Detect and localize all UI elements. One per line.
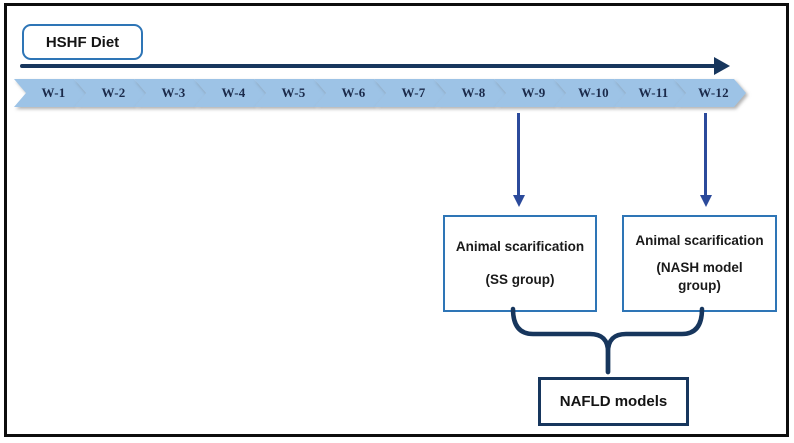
ss-group-subtitle: (SS group) <box>485 271 555 287</box>
week-chevron: W-9 <box>494 79 566 107</box>
week-chevron-label: W-11 <box>614 79 686 107</box>
ss-group-box: Animal scarification (SS group) <box>443 215 597 312</box>
down-arrow-w12 <box>704 113 707 196</box>
down-arrowhead-w9-icon <box>512 195 525 207</box>
nafld-models-box: NAFLD models <box>538 377 689 426</box>
week-chevron-label: W-2 <box>74 79 146 107</box>
week-chevron: W-11 <box>614 79 686 107</box>
down-arrow-w9 <box>517 113 520 196</box>
week-chevron: W-12 <box>674 79 746 107</box>
week-chevron: W-1 <box>14 79 86 107</box>
week-chevron-label: W-3 <box>134 79 206 107</box>
nash-group-box: Animal scarification (NASH model group) <box>622 215 777 312</box>
hshf-diet-label: HSHF Diet <box>22 24 143 60</box>
curly-brace-icon <box>510 306 705 375</box>
week-chevron: W-7 <box>374 79 446 107</box>
timeline-arrowhead-icon <box>714 57 730 75</box>
week-chevron-label: W-9 <box>494 79 566 107</box>
week-chevron-label: W-5 <box>254 79 326 107</box>
week-chevron: W-5 <box>254 79 326 107</box>
down-arrowhead-w12-icon <box>699 195 712 207</box>
week-chevron-label: W-4 <box>194 79 266 107</box>
week-chevron: W-10 <box>554 79 626 107</box>
week-chevron-label: W-8 <box>434 79 506 107</box>
nash-group-subtitle: (NASH model group) <box>656 259 743 294</box>
week-chevron-label: W-1 <box>14 79 86 107</box>
week-chevron-label: W-6 <box>314 79 386 107</box>
week-chevron-label: W-12 <box>674 79 746 107</box>
week-chevron-label: W-7 <box>374 79 446 107</box>
week-chevron: W-4 <box>194 79 266 107</box>
nash-group-title: Animal scarification <box>635 232 764 248</box>
week-chevron: W-3 <box>134 79 206 107</box>
week-chevron: W-8 <box>434 79 506 107</box>
week-chevron-label: W-10 <box>554 79 626 107</box>
week-chevron: W-6 <box>314 79 386 107</box>
ss-group-title: Animal scarification <box>455 239 585 255</box>
timeline-arrow <box>20 64 717 68</box>
week-chevron: W-2 <box>74 79 146 107</box>
